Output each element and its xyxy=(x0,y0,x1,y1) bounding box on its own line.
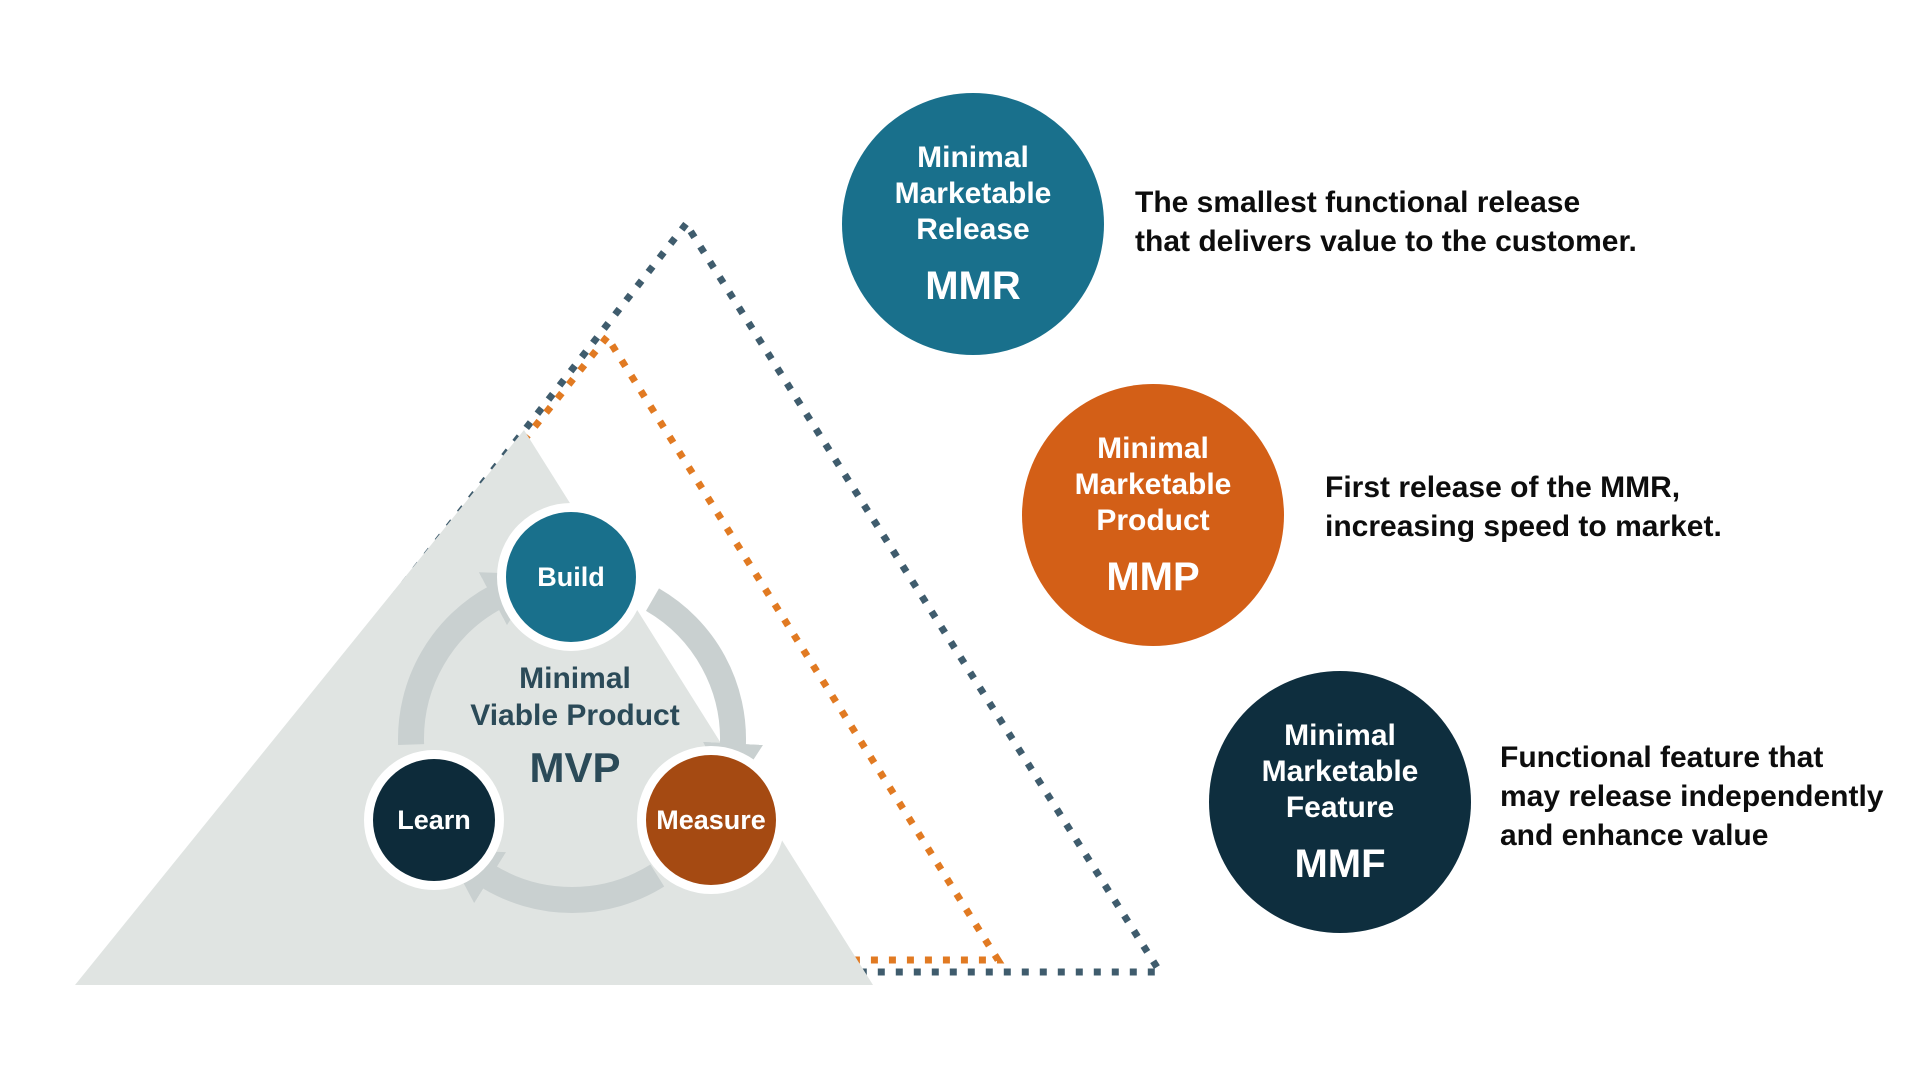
mmf-circle: Minimal Marketable Feature MMF xyxy=(1209,671,1471,933)
build-step-circle: Build xyxy=(497,503,645,651)
mmr-description: The smallest functional release that del… xyxy=(1135,186,1637,258)
measure-step-label: Measure xyxy=(656,804,766,835)
mmp-acronym: MMP xyxy=(1106,554,1200,599)
cycle-arrow-build-to-measure xyxy=(645,588,763,796)
mmp-description: First release of the MMR, increasing spe… xyxy=(1325,471,1722,543)
mmp-title: Minimal Marketable Product xyxy=(1074,431,1232,537)
measure-step-circle: Measure xyxy=(637,746,785,894)
mmf-acronym: MMF xyxy=(1294,841,1386,886)
mvp-title: Minimal Viable Product xyxy=(470,662,680,732)
mvp-acronym: MVP xyxy=(529,744,621,791)
mmr-circle: Minimal Marketable Release MMR xyxy=(842,93,1104,355)
build-step-label: Build xyxy=(537,561,605,592)
cycle-arrow-learn-to-build xyxy=(398,572,539,746)
mmr-title: Minimal Marketable Release xyxy=(894,140,1052,246)
cycle-arrow-measure-to-learn xyxy=(445,850,665,913)
mmp-circle: Minimal Marketable Product MMP xyxy=(1022,384,1284,646)
learn-step-circle: Learn xyxy=(364,750,504,890)
learn-step-label: Learn xyxy=(397,804,471,835)
mmr-acronym: MMR xyxy=(925,263,1021,308)
mmf-title: Minimal Marketable Feature xyxy=(1261,718,1419,824)
mmf-description: Functional feature that may release inde… xyxy=(1500,741,1884,852)
mvp-center-label: Minimal Viable Product MVP xyxy=(420,660,730,792)
